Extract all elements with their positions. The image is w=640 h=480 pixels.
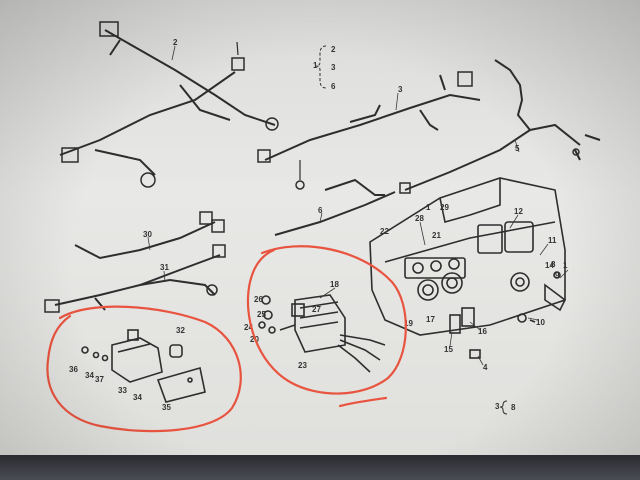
brace-1-item-a: 2	[331, 45, 336, 54]
dashboard-panel	[369, 177, 567, 359]
wire-harness-30	[74, 211, 225, 260]
index-brace-1: 1 2 3 6	[313, 45, 336, 91]
brace-2-item: 8	[511, 403, 516, 412]
callout-18: 18	[330, 280, 339, 289]
wire-9	[324, 178, 385, 196]
callout-32: 32	[176, 326, 185, 335]
callout-19: 19	[404, 319, 413, 328]
brace-1-lead: 1	[313, 61, 318, 70]
wire-harness-2	[59, 21, 279, 188]
callout-4: 4	[483, 363, 488, 372]
relay-bracket-33	[81, 329, 206, 403]
callout-36: 36	[69, 365, 78, 374]
callout-21: 21	[432, 231, 441, 240]
callout-12: 12	[514, 207, 523, 216]
callout-5: 5	[515, 144, 520, 153]
red-markup-circles	[46, 245, 407, 433]
brace-2-lead: 3	[495, 402, 500, 411]
callout-1: 1	[426, 203, 431, 212]
callout-37: 37	[95, 375, 104, 384]
callout-27: 27	[312, 305, 321, 314]
callout-34b: 34	[133, 393, 142, 402]
callout-25: 25	[257, 310, 266, 319]
wire-harness-5	[399, 59, 601, 194]
callout-28: 28	[415, 214, 424, 223]
brace-1-item-c: 6	[331, 82, 336, 91]
wiring-parts-diagram: 2 3 5 6 30 31 18 28 21 22 12 11 1 10 4 1…	[44, 21, 601, 433]
callout-labels: 2 3 5 6 30 31 18 28 21 22 12 11 1 10 4 1…	[69, 38, 568, 412]
callout-30: 30	[143, 230, 152, 239]
callout-16: 16	[478, 327, 487, 336]
markup-circle-underline	[338, 396, 388, 408]
fuse-block-22	[258, 294, 386, 373]
callout-11: 11	[548, 236, 557, 245]
callout-10: 10	[536, 318, 545, 327]
callout-15: 15	[444, 345, 453, 354]
callout-33: 33	[118, 386, 127, 395]
leader-lines	[147, 45, 569, 366]
callout-29: 29	[440, 203, 449, 212]
callout-3: 3	[398, 85, 403, 94]
callout-34a: 34	[85, 371, 94, 380]
callout-6: 6	[318, 206, 323, 215]
markup-circle-relay-bracket	[46, 305, 242, 433]
callout-24: 24	[244, 323, 253, 332]
markup-circle-fuse-block	[246, 245, 407, 395]
callout-22: 22	[380, 227, 389, 236]
brace-1-item-b: 3	[331, 63, 336, 72]
callout-14: 14	[545, 261, 554, 270]
callout-26: 26	[254, 295, 263, 304]
wire-6	[274, 191, 396, 236]
callout-9: 9	[555, 271, 560, 280]
callout-2: 2	[173, 38, 178, 47]
callout-23: 23	[298, 361, 307, 370]
callout-7: 1	[563, 261, 568, 270]
monitor-bezel	[0, 455, 640, 480]
wire-harness-31	[44, 244, 226, 313]
callout-17: 17	[426, 315, 435, 324]
index-brace-2: 3 8	[495, 400, 516, 415]
callout-31: 31	[160, 263, 169, 272]
callout-35: 35	[162, 403, 171, 412]
callout-8: 8	[551, 260, 556, 269]
wire-harness-3	[257, 71, 481, 190]
